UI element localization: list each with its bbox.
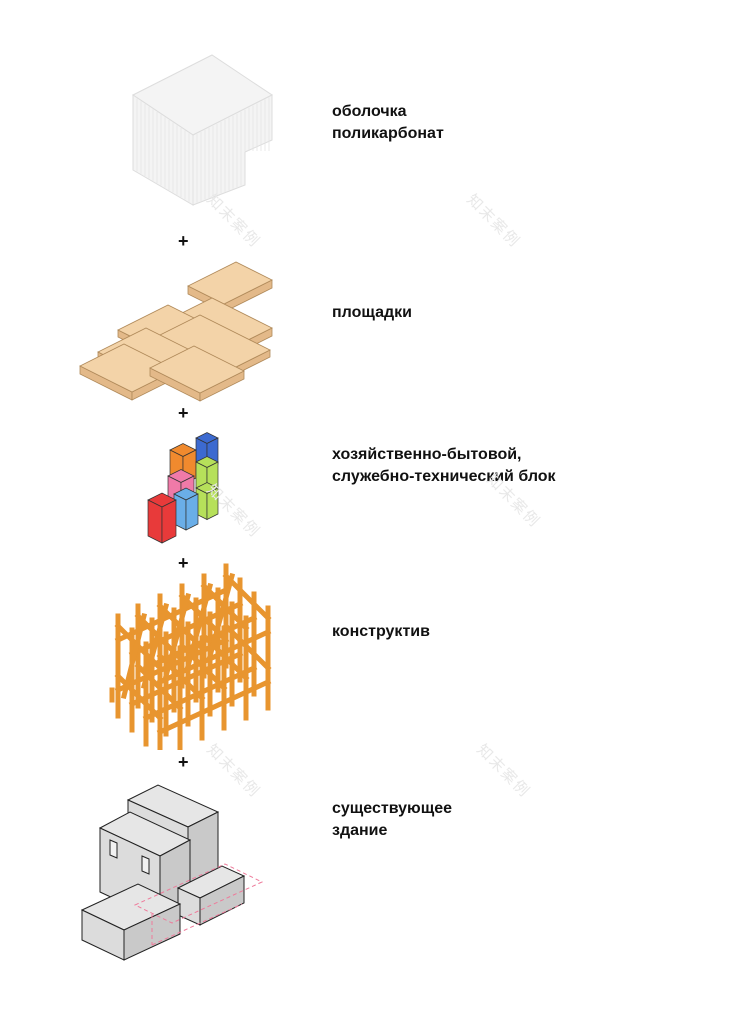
label-platforms: площадки bbox=[332, 302, 412, 324]
label-shell-line-1: оболочка bbox=[332, 103, 407, 120]
structure-beam bbox=[222, 572, 272, 622]
structure-brace bbox=[184, 582, 214, 670]
plus-separator: + bbox=[178, 553, 189, 573]
label-blocks-line-2: служебно-технический блок bbox=[332, 468, 556, 485]
layer-structure: конструктив bbox=[109, 563, 430, 750]
footprint-dashed-outline bbox=[133, 863, 264, 924]
block-blue-right bbox=[185, 493, 199, 531]
layer-shell: оболочка поликарбонат 知末案例 知末案例 bbox=[0, 0, 737, 251]
structure-brace bbox=[162, 592, 192, 680]
structure-brace bbox=[140, 602, 170, 690]
structure-illustration bbox=[109, 563, 272, 750]
watermark: 知末案例 bbox=[473, 741, 534, 802]
label-shell-line-2: поликарбонат bbox=[332, 125, 444, 142]
building-window bbox=[109, 839, 118, 859]
label-structure-line-1: конструктив bbox=[332, 623, 430, 640]
plus-separator: + bbox=[178, 231, 189, 251]
structure-beam bbox=[222, 622, 272, 672]
blocks-illustration bbox=[147, 432, 219, 544]
footprint-dashed-edge bbox=[151, 903, 243, 946]
building-window bbox=[141, 855, 150, 875]
shell-illustration bbox=[132, 54, 273, 206]
structure-beam bbox=[156, 678, 272, 736]
label-building-line-2: здание bbox=[332, 822, 388, 839]
block-light-green-right bbox=[206, 487, 219, 521]
plus-separator: + bbox=[178, 752, 189, 772]
structure-brace bbox=[120, 612, 148, 700]
structure-brace bbox=[206, 572, 236, 660]
label-shell: оболочка поликарбонат bbox=[332, 101, 444, 145]
label-platforms-line-1: площадки bbox=[332, 304, 412, 321]
label-building: существующее здание bbox=[332, 798, 452, 842]
platform-top bbox=[149, 345, 245, 394]
block-red-right bbox=[161, 499, 177, 544]
building-illustration bbox=[80, 784, 264, 961]
plus-separator: + bbox=[178, 403, 189, 423]
label-blocks-line-1: хозяйственно-бытовой, bbox=[332, 446, 522, 463]
label-structure: конструктив bbox=[332, 621, 430, 643]
label-blocks: хозяйственно-бытовой, служебно-техническ… bbox=[332, 444, 556, 488]
layer-blocks: хозяйственно-бытовой, служебно-техническ… bbox=[147, 432, 556, 544]
layer-platforms: площадки bbox=[0, 0, 737, 410]
label-building-line-1: существующее bbox=[332, 800, 453, 817]
platforms-illustration bbox=[79, 261, 273, 402]
